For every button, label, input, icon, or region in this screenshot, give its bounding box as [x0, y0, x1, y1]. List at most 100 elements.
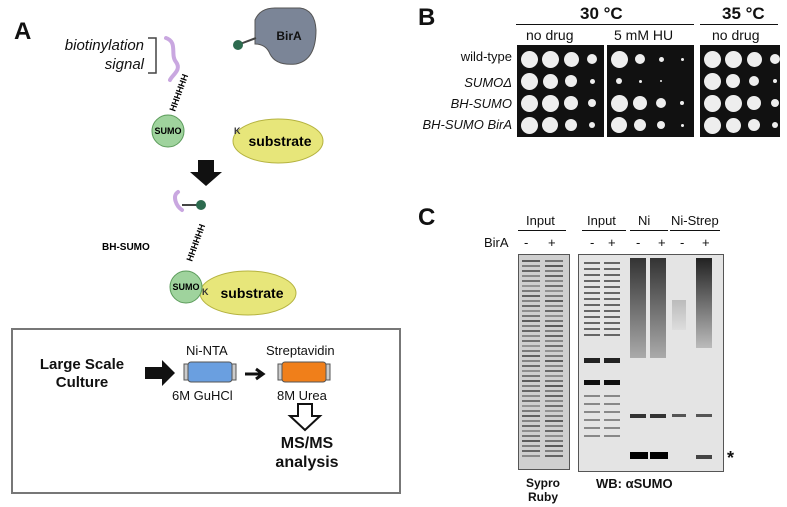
wb-band	[604, 274, 620, 276]
sypro-band	[522, 410, 540, 412]
wb-band	[604, 316, 620, 318]
wb-band	[584, 427, 600, 429]
biotin-tag-bottom	[173, 190, 184, 212]
sypro-band	[522, 260, 540, 262]
sypro-band	[522, 340, 540, 342]
sypro-band	[522, 385, 540, 387]
bh-sumo-label: BH-SUMO	[102, 242, 150, 253]
sypro-band	[522, 400, 540, 402]
sypro-band	[545, 365, 563, 367]
wb-band	[604, 334, 620, 336]
sypro-band	[522, 265, 540, 267]
sypro-band	[545, 330, 563, 332]
temp-30: 30 °C	[580, 4, 623, 23]
wb-band	[672, 414, 686, 417]
ms-line2: analysis	[275, 454, 339, 471]
strep-column	[281, 361, 327, 383]
sypro-band	[545, 320, 563, 322]
sypro-band	[545, 285, 563, 287]
yeast-spot	[724, 94, 742, 112]
wb-band	[650, 452, 668, 459]
temp-30-line	[516, 24, 694, 25]
sypro-band	[522, 345, 540, 347]
culture-line2: Culture	[55, 374, 109, 391]
sypro-band	[545, 400, 563, 402]
sypro-band	[545, 375, 563, 377]
panel-a-schematic: HHHHHH SUMO BirA substrate K HHHHHH BH-S…	[102, 7, 324, 316]
bracket	[148, 37, 157, 74]
strain-label-1: SUMOΔ	[464, 75, 512, 90]
substrate-label-top: substrate	[248, 133, 311, 149]
yeast-spot	[680, 123, 684, 127]
sypro-band	[545, 335, 563, 337]
yeast-spot	[588, 99, 596, 107]
sypro-band	[522, 360, 540, 362]
cond-3: no drug	[712, 27, 760, 43]
cond-2: 5 mM HU	[614, 27, 674, 43]
yeast-spot	[748, 119, 760, 131]
header-input-1: Input	[526, 213, 555, 228]
yeast-spot	[541, 50, 559, 68]
wb-band	[584, 435, 600, 437]
header-ni: Ni	[638, 213, 651, 228]
wb-band	[584, 304, 600, 306]
ni-top-label: Ni-NTA	[186, 343, 228, 358]
sypro-band	[545, 270, 563, 272]
sypro-band	[522, 270, 540, 272]
sypro-band	[522, 315, 540, 317]
sypro-band	[545, 430, 563, 432]
wb-band	[604, 419, 620, 421]
sumo-circle-bottom	[169, 270, 203, 304]
sypro-band	[545, 325, 563, 327]
yeast-spot	[563, 51, 579, 67]
sypro-band	[522, 305, 540, 307]
sypro-band	[545, 425, 563, 427]
wb-band	[584, 286, 600, 288]
wb-band	[584, 292, 600, 294]
asterisk: *	[727, 448, 735, 468]
sypro-band	[545, 435, 563, 437]
strain-label-3: BH-SUMO BirA	[422, 117, 512, 132]
wb-band	[604, 292, 620, 294]
wb-smear	[696, 258, 712, 348]
yeast-spot	[772, 122, 778, 128]
wb-band	[584, 310, 600, 312]
minus-sign: -	[680, 235, 685, 250]
sypro-band	[522, 455, 540, 457]
sypro-band	[522, 370, 540, 372]
sypro-band	[545, 450, 563, 452]
yeast-spot	[610, 50, 628, 68]
wb-band	[604, 435, 620, 437]
yeast-spot	[589, 78, 595, 84]
yeast-spot	[542, 117, 558, 133]
temp-35-line	[700, 24, 778, 25]
down-arrow	[190, 160, 222, 186]
sypro-band	[522, 380, 540, 382]
yeast-spot	[610, 94, 628, 112]
wb-band	[604, 427, 620, 429]
sypro-band	[545, 455, 563, 457]
sypro-band	[545, 355, 563, 357]
bira-shape	[254, 7, 317, 65]
sypro-band	[545, 305, 563, 307]
sypro-line1: Sypro	[525, 476, 560, 490]
substrate-oval-top	[232, 118, 324, 164]
sypro-band	[522, 425, 540, 427]
yeast-spot	[638, 79, 642, 83]
sumo-label-bottom: SUMO	[173, 282, 200, 292]
yeast-spot	[660, 80, 662, 82]
wb-band	[584, 358, 600, 363]
minus-sign: -	[524, 235, 529, 250]
wb-band	[584, 262, 600, 264]
sypro-band	[545, 300, 563, 302]
sypro-band	[522, 390, 540, 392]
panel-b-letter: B	[418, 4, 436, 31]
yeast-spot	[565, 75, 577, 87]
wb-band	[604, 280, 620, 282]
wb-band	[604, 268, 620, 270]
cond-1: no drug	[526, 27, 574, 43]
sypro-band	[545, 405, 563, 407]
wb-band	[584, 334, 600, 336]
sypro-band	[545, 315, 563, 317]
wb-smear	[672, 300, 686, 330]
